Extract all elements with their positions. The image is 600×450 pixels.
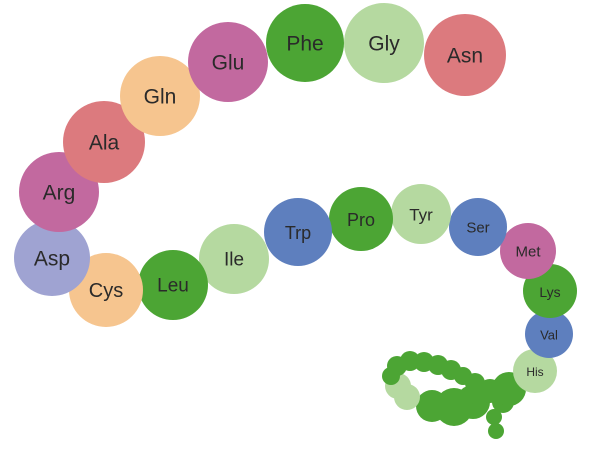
amino-acid-bead <box>199 224 269 294</box>
amino-acid-bead <box>391 184 451 244</box>
amino-acid-label: Gly <box>368 33 400 56</box>
amino-acid-val: Val <box>525 310 573 358</box>
amino-acid-asp: Asp <box>14 220 90 296</box>
amino-acid-bead <box>525 310 573 358</box>
amino-acid-phe: Phe <box>266 4 344 82</box>
tail-bead <box>488 423 504 439</box>
amino-acid-label: Leu <box>157 276 189 297</box>
amino-acid-bead <box>500 223 556 279</box>
tail-bead <box>416 390 448 422</box>
amino-acid-bead <box>63 101 145 183</box>
amino-acid-label: His <box>526 365 543 379</box>
amino-acid-label: Cys <box>89 280 123 302</box>
amino-acid-bead <box>264 198 332 266</box>
amino-acid-ser: Ser <box>449 198 507 256</box>
amino-acid-label: Tyr <box>409 206 433 225</box>
amino-acid-bead <box>14 220 90 296</box>
amino-acid-label: Met <box>515 244 541 261</box>
amino-acid-bead <box>329 187 393 251</box>
amino-acid-bead <box>120 56 200 136</box>
amino-acid-label: Gln <box>144 86 177 109</box>
amino-acid-glu: Glu <box>188 22 268 102</box>
amino-acid-bead <box>138 250 208 320</box>
amino-acid-bead <box>344 3 424 83</box>
amino-acid-his: His <box>513 349 557 393</box>
amino-acid-label: Ile <box>224 250 244 271</box>
amino-acid-bead <box>266 4 344 82</box>
amino-acid-label: Val <box>540 328 558 343</box>
amino-acid-ile: Ile <box>199 224 269 294</box>
amino-acid-label: Ala <box>89 132 120 155</box>
amino-acid-label: Glu <box>212 52 245 75</box>
amino-acid-asn: Asn <box>424 14 506 96</box>
amino-acid-gln: Gln <box>120 56 200 136</box>
tail-bead <box>478 379 502 403</box>
amino-acid-leu: Leu <box>138 250 208 320</box>
amino-acid-label: Arg <box>43 182 76 205</box>
amino-acid-ala: Ala <box>63 101 145 183</box>
amino-acid-met: Met <box>500 223 556 279</box>
unlabeled-chain-tail <box>382 351 526 439</box>
amino-acid-bead <box>449 198 507 256</box>
amino-acid-label: Ser <box>466 220 489 237</box>
amino-acid-pro: Pro <box>329 187 393 251</box>
amino-acid-bead <box>188 22 268 102</box>
amino-acid-label: Lys <box>539 284 560 300</box>
amino-acid-label: Asn <box>447 45 483 68</box>
amino-acid-label: Asp <box>34 248 70 271</box>
amino-acid-gly: Gly <box>344 3 424 83</box>
amino-acid-tyr: Tyr <box>391 184 451 244</box>
amino-acid-label: Phe <box>286 33 323 56</box>
amino-acid-label: Trp <box>285 223 311 243</box>
amino-acid-label: Pro <box>347 210 375 230</box>
tail-bead <box>486 409 502 425</box>
amino-acid-bead <box>513 349 557 393</box>
amino-acid-trp: Trp <box>264 198 332 266</box>
amino-acid-bead <box>424 14 506 96</box>
